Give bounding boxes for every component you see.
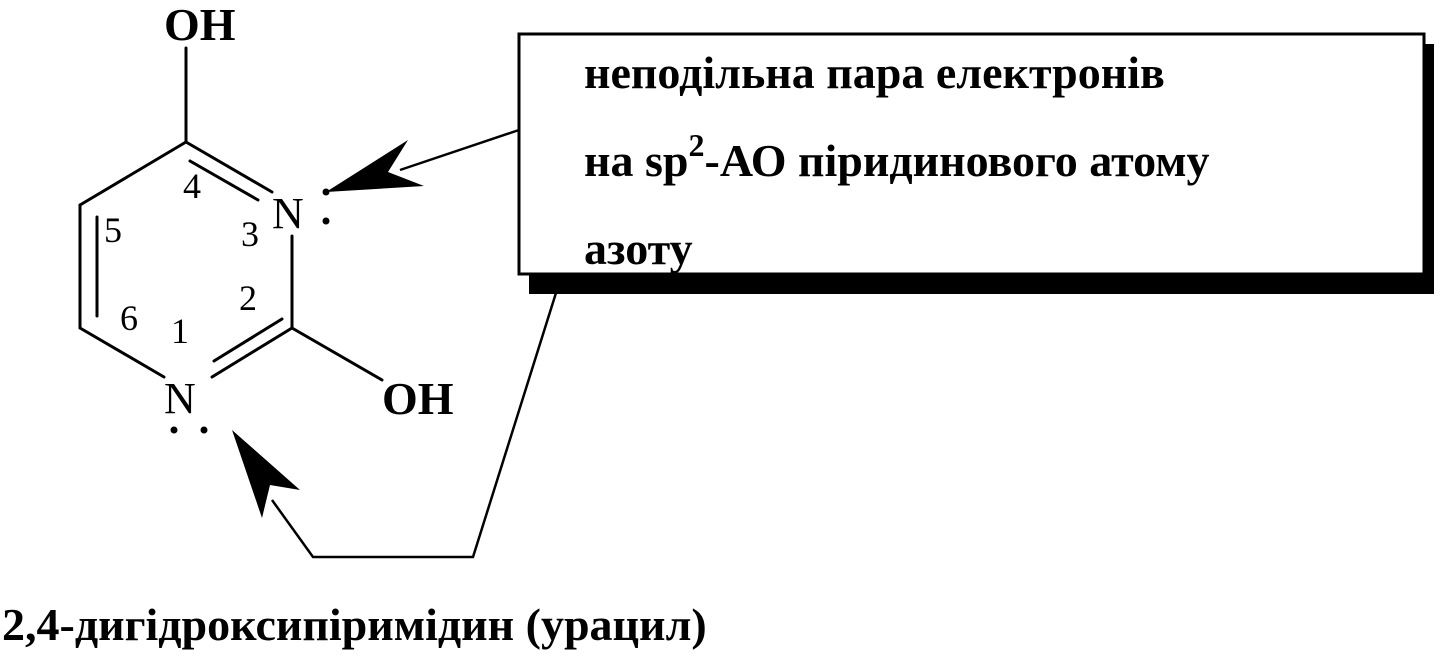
- bond-c2-oh: [290, 326, 384, 382]
- callout-line-2-prefix: на sp: [584, 135, 689, 186]
- bond-c4-c5: [78, 140, 188, 207]
- position-5: 5: [104, 210, 122, 250]
- callout-line-1: неподільна пара електронів: [584, 47, 1165, 98]
- bond-n1-c2-inner: [212, 317, 284, 363]
- arrow-head-n3: [326, 140, 424, 192]
- atom-oh-right: OH: [382, 373, 454, 424]
- arrow-head-n1: [232, 430, 300, 518]
- callout-line-2: на sp2-АО піридинового атому: [584, 127, 1210, 186]
- compound-name: 2,4-дигідроксипіримідин (урацил): [2, 599, 707, 650]
- atom-n1: N: [164, 374, 196, 423]
- bond-n1-c2: [210, 326, 294, 379]
- arrow-to-n1: [232, 276, 563, 559]
- atom-oh-top: OH: [164, 0, 236, 50]
- callout-line-3: азоту: [584, 223, 693, 274]
- bond-c4-n3: [184, 140, 274, 194]
- pyrimidine-ring-bonds: [78, 46, 384, 382]
- callout-line-2-sup: 2: [689, 127, 705, 163]
- callout-box: [517, 32, 1434, 294]
- position-1: 1: [171, 311, 189, 351]
- bond-c6-n1: [78, 326, 166, 379]
- lone-pair-n3: [322, 188, 330, 225]
- lone-pair-n1: [170, 426, 208, 434]
- position-3: 3: [241, 214, 259, 254]
- atom-n3: N: [272, 189, 304, 238]
- callout-line-2-suffix: -АО піридинового атому: [705, 135, 1210, 186]
- position-2: 2: [239, 278, 257, 318]
- position-4: 4: [183, 166, 201, 206]
- bond-c4-n3-inner: [188, 159, 260, 202]
- callout-frame: [517, 32, 1426, 276]
- arrow-to-n3: [326, 128, 520, 192]
- position-6: 6: [120, 298, 138, 338]
